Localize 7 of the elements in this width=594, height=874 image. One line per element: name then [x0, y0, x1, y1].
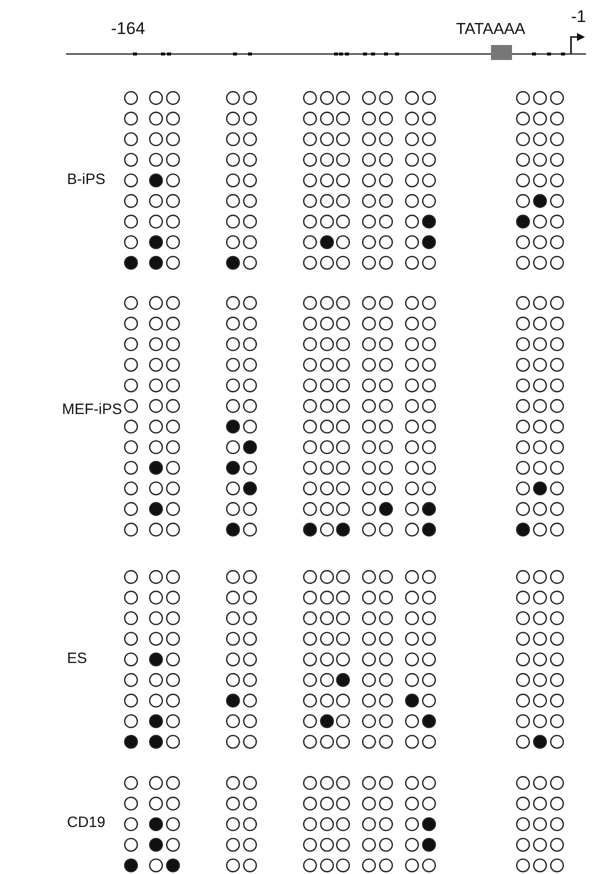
sample-label: MEF-iPS	[62, 402, 122, 417]
map-label: -1	[571, 8, 586, 25]
sample-label: ES	[67, 651, 88, 666]
sample-label: CD19	[67, 815, 106, 830]
map-label: TATAAAA	[456, 22, 526, 38]
map-label: -164	[111, 20, 146, 37]
sample-label: B-iPS	[67, 172, 106, 187]
